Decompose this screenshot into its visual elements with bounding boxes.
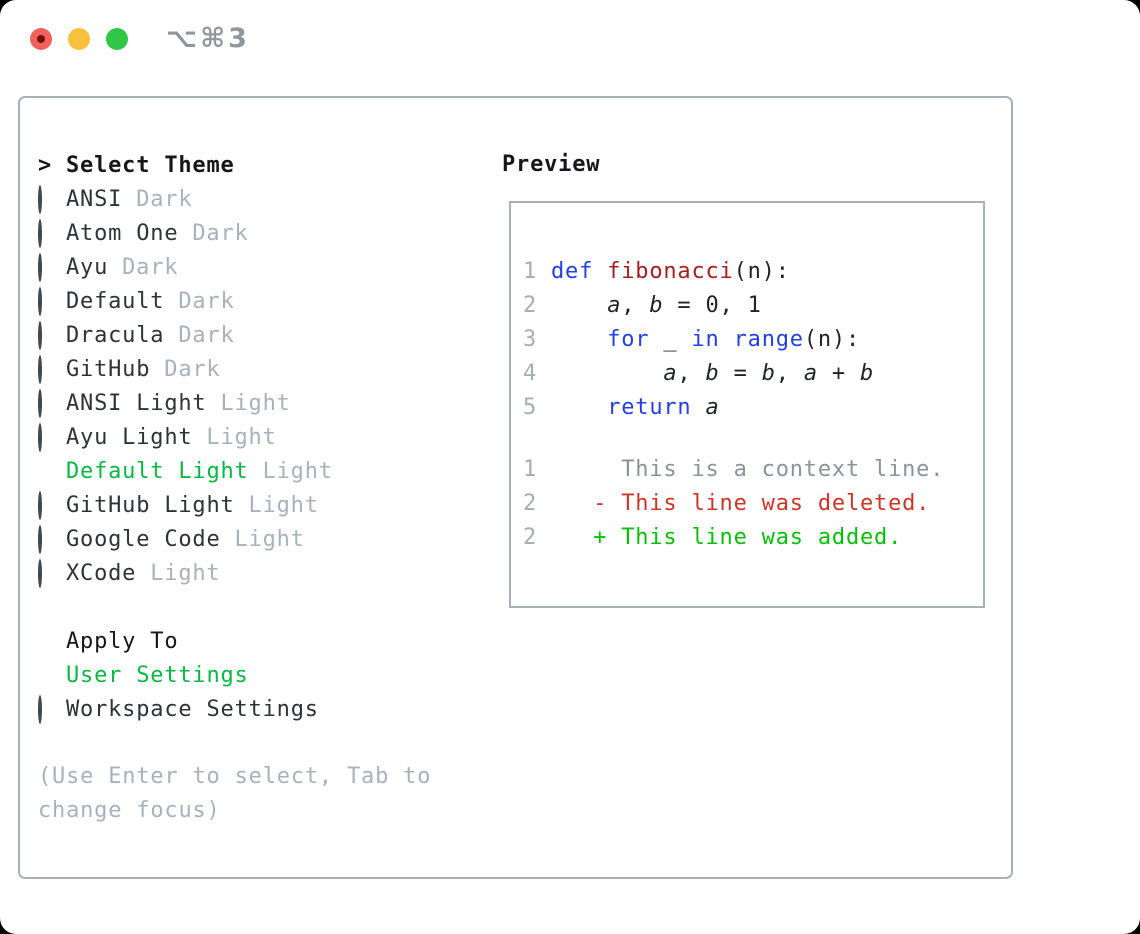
option-variant-tag: Light xyxy=(234,526,305,552)
help-hint: (Use Enter to select, Tab to change focu… xyxy=(38,764,432,823)
zoom-button[interactable] xyxy=(106,28,128,50)
option-label: ANSI xyxy=(66,186,123,212)
option-label: Workspace Settings xyxy=(66,696,319,722)
option-label: Dracula xyxy=(66,322,165,348)
option-label: Default Light xyxy=(66,458,249,484)
radio-icon xyxy=(38,252,42,282)
option-label: Default xyxy=(66,288,165,314)
option-label: Ayu xyxy=(66,254,109,280)
option-variant-tag: Dark xyxy=(192,220,249,246)
option-variant-tag: Light xyxy=(220,390,291,416)
option-label: XCode xyxy=(66,560,137,586)
radio-icon xyxy=(38,524,42,554)
option-variant-tag: Light xyxy=(206,424,277,450)
theme-option[interactable]: GitHub Light Light xyxy=(38,488,478,522)
option-label: Ayu Light xyxy=(66,424,193,450)
radio-icon xyxy=(38,422,42,452)
radio-icon xyxy=(38,354,42,384)
title-bar: ⌥⌘3 xyxy=(0,0,1140,78)
option-label: User Settings xyxy=(66,662,249,688)
apply-to-option[interactable]: Workspace Settings xyxy=(38,692,478,726)
line-number: 3 xyxy=(523,327,538,352)
radio-icon xyxy=(38,320,42,350)
window-title: ⌥⌘3 xyxy=(166,23,250,54)
minimize-button[interactable] xyxy=(68,28,90,50)
theme-option[interactable]: Atom One Dark xyxy=(38,216,478,250)
theme-option[interactable]: XCode Light xyxy=(38,556,478,590)
radio-icon xyxy=(38,694,42,724)
option-variant-tag: Dark xyxy=(164,356,221,382)
apply-to-option[interactable]: User Settings xyxy=(38,658,478,692)
option-label: GitHub xyxy=(66,356,151,382)
preview-pane xyxy=(509,201,985,608)
radio-icon xyxy=(38,558,42,588)
option-label: GitHub Light xyxy=(66,492,235,518)
radio-icon xyxy=(38,218,42,248)
apply-to-header: Apply To xyxy=(38,624,478,658)
option-variant-tag: Light xyxy=(248,492,319,518)
option-variant-tag: Light xyxy=(150,560,221,586)
option-label: Google Code xyxy=(66,526,221,552)
radio-icon xyxy=(38,184,42,214)
preview-title: Preview xyxy=(502,152,601,177)
option-variant-tag: Dark xyxy=(136,186,193,212)
theme-option[interactable]: Ayu Dark xyxy=(38,250,478,284)
radio-icon xyxy=(38,286,42,316)
radio-icon xyxy=(38,490,42,520)
theme-option[interactable]: Google Code Light xyxy=(38,522,478,556)
line-number: 2 xyxy=(523,525,538,550)
theme-option[interactable]: Dracula Dark xyxy=(38,318,478,352)
line-number: 4 xyxy=(523,361,538,386)
theme-list-header: > Select Theme xyxy=(38,148,478,182)
line-number: 1 xyxy=(523,457,538,482)
line-number: 5 xyxy=(523,395,538,420)
line-number: 2 xyxy=(523,491,538,516)
theme-option[interactable]: Default Light Light xyxy=(38,454,478,488)
line-number: 1 xyxy=(523,259,538,284)
option-variant-tag: Light xyxy=(262,458,333,484)
cursor-prefix: > xyxy=(38,152,53,178)
option-variant-tag: Dark xyxy=(178,322,235,348)
option-variant-tag: Dark xyxy=(122,254,179,280)
option-label: ANSI Light xyxy=(66,390,207,416)
option-label: Atom One xyxy=(66,220,179,246)
option-variant-tag: Dark xyxy=(178,288,235,314)
theme-option[interactable]: Ayu Light Light xyxy=(38,420,478,454)
theme-list-title: Select Theme xyxy=(66,152,235,178)
unsaved-dot-icon xyxy=(37,35,45,43)
theme-option[interactable]: ANSI Light Light xyxy=(38,386,478,420)
apply-to-title: Apply To xyxy=(66,628,179,654)
radio-icon xyxy=(38,388,42,418)
theme-option[interactable]: Default Dark xyxy=(38,284,478,318)
theme-option[interactable]: ANSI Dark xyxy=(38,182,478,216)
diff-preview: 1 This is a context line. 2 - This line … xyxy=(523,453,944,555)
close-button[interactable] xyxy=(30,28,52,50)
line-number: 2 xyxy=(523,293,538,318)
theme-option[interactable]: GitHub Dark xyxy=(38,352,478,386)
